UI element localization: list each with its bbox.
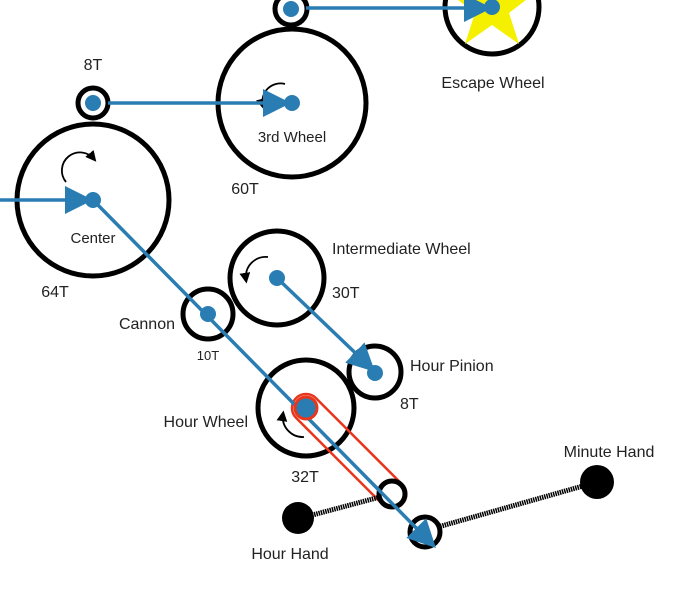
rotation-arrow-icon: [239, 256, 269, 284]
label-cannon-teeth: 10T: [197, 348, 219, 363]
label-intermediate-teeth: 30T: [332, 285, 360, 302]
label-center-teeth: 64T: [41, 284, 69, 301]
flow-arrow: [275, 276, 376, 372]
axle: [293, 395, 319, 421]
flow-arrow: [91, 198, 436, 548]
minute-hand: [407, 465, 614, 550]
axle: [269, 270, 285, 286]
rotation-arrow-icon: [61, 150, 97, 183]
label-third-wheel-teeth: 60T: [231, 181, 259, 198]
label-cannon: Cannon: [119, 316, 175, 333]
label-escape-wheel: Escape Wheel: [441, 75, 544, 92]
label-third-wheel: 3rd Wheel: [258, 129, 326, 146]
axle: [200, 306, 216, 322]
label-third-pinion-teeth: 8T: [84, 57, 103, 74]
axle: [283, 1, 299, 17]
label-hour-wheel-teeth: 32T: [291, 469, 319, 486]
axle: [284, 95, 300, 111]
label-hour-pinion: Hour Pinion: [410, 358, 494, 375]
rotation-arrow-icon: [276, 410, 305, 438]
label-hour-hand: Hour Hand: [251, 546, 328, 563]
axle: [85, 192, 101, 208]
axle: [484, 0, 500, 15]
label-hour-wheel: Hour Wheel: [164, 414, 248, 431]
axle: [85, 95, 101, 111]
label-intermediate-wheel: Intermediate Wheel: [332, 241, 471, 258]
axle: [367, 365, 383, 381]
label-minute-hand: Minute Hand: [564, 444, 655, 461]
label-center: Center: [70, 230, 115, 247]
label-hour-pinion-teeth: 8T: [400, 396, 419, 413]
hour-hand: [282, 478, 408, 534]
